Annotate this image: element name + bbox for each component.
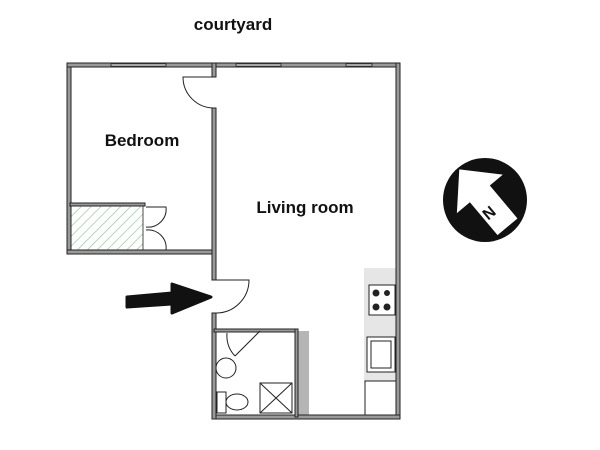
entrance-door [214,279,250,314]
closet-doors [145,206,167,251]
fridge [364,380,397,416]
north-arrow-icon [443,158,527,242]
toilet-bowl [225,393,249,411]
walls [66,62,401,420]
entrance-arrow-icon [125,282,213,315]
bedroom-label: Bedroom [104,131,180,150]
bathroom-partition [296,331,309,415]
shower [259,382,293,414]
bathroom-sink [215,357,237,379]
courtyard-label: courtyard [193,15,273,34]
windows [110,63,373,67]
closet [69,205,144,251]
kitchen-sink [366,336,396,373]
toilet-tank [216,391,227,414]
stove [368,284,396,316]
bathroom-door [226,330,261,357]
living-room-label: Living room [256,198,354,217]
bedroom-door [182,76,215,109]
